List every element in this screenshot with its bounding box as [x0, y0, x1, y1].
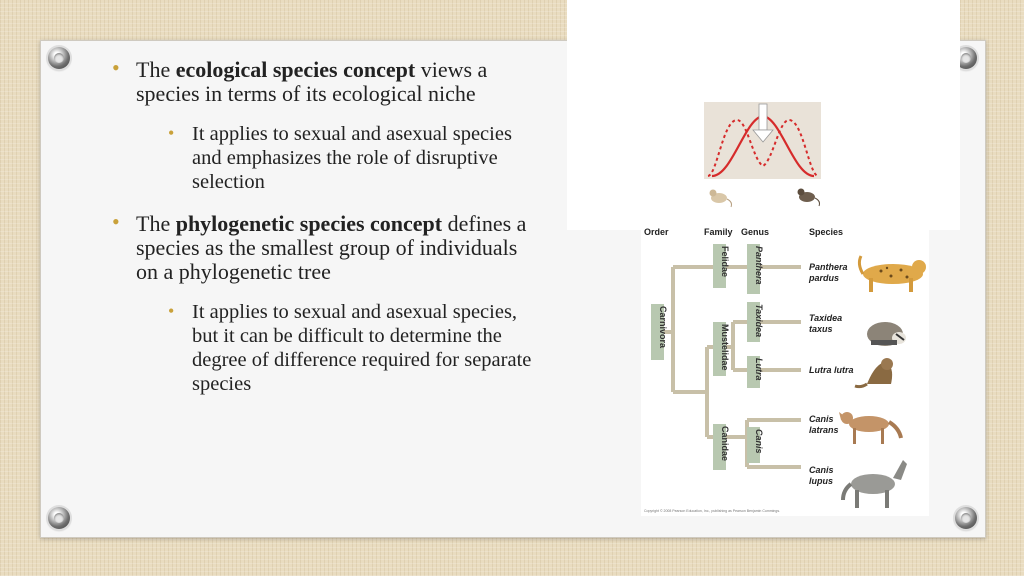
genus-label: Lutra [754, 358, 764, 381]
family-label: Felidae [720, 246, 730, 277]
light-mouse-icon [709, 189, 732, 208]
genus-label: Taxidea [754, 304, 764, 337]
species-label: Canis [809, 465, 834, 475]
family-label: Mustelidae [720, 324, 730, 371]
bullet-text: views a species in terms of its ecologic… [136, 57, 488, 106]
badger-icon [867, 322, 906, 346]
dark-mouse-icon [797, 188, 820, 207]
family-label: Canidae [720, 426, 730, 461]
bullet-dot-icon: • [112, 209, 120, 234]
species-label: taxus [809, 324, 833, 334]
genus-label: Canis [754, 429, 764, 454]
tree-label-tags [651, 244, 760, 470]
species-label: lupus [809, 476, 833, 486]
header-order: Order [644, 227, 669, 237]
screw-icon [48, 507, 70, 529]
screw-icon [48, 47, 70, 69]
selection-arrow-icon [758, 103, 768, 131]
leopard-icon [857, 255, 926, 292]
genus-label: Panthera [754, 246, 764, 285]
species-label: latrans [809, 425, 839, 435]
species-label: Taxidea [809, 313, 842, 323]
species-label: Panthera [809, 262, 848, 272]
sub-bullet-phylogenetic: • It applies to sexual and asexual speci… [168, 300, 542, 396]
bullet-dot-icon: • [168, 123, 175, 143]
selection-arrow-head-icon [752, 129, 774, 143]
bullet-phylogenetic: • The phylogenetic species concept defin… [112, 209, 542, 284]
species-label: pardus [808, 273, 839, 283]
disruptive-distribution-curve [707, 118, 819, 177]
phylogenetic-tree-figure: Order Family Genus Species [641, 222, 929, 516]
screw-icon [955, 47, 977, 69]
header-species: Species [809, 227, 843, 237]
otter-icon [854, 358, 893, 389]
header-family: Family [704, 227, 733, 237]
bullet-text: The [136, 57, 176, 82]
copyright-text: Copyright © 2008 Pearson Education, Inc.… [644, 509, 780, 513]
sub-bullet-text: It applies to sexual and asexual species… [192, 123, 512, 193]
bullet-term: phylogenetic species concept [175, 211, 443, 236]
bullet-dot-icon: • [112, 55, 120, 80]
species-label: Lutra lutra [809, 365, 854, 375]
bullet-dot-icon: • [168, 301, 175, 321]
slide-text: • The ecological species concept views a… [112, 55, 542, 414]
screw-icon [955, 507, 977, 529]
wolf-icon [841, 460, 907, 508]
sub-bullet-ecological: • It applies to sexual and asexual speci… [168, 122, 542, 194]
bullet-text: defines a species as the smallest group … [136, 211, 527, 284]
species-label: Canis [809, 414, 834, 424]
coyote-icon [839, 412, 903, 444]
order-label: Carnivora [658, 306, 668, 349]
bullet-term: ecological species concept [175, 57, 416, 82]
header-genus: Genus [741, 227, 769, 237]
sub-bullet-text: It applies to sexual and asexual species… [192, 301, 532, 395]
bullet-ecological: • The ecological species concept views a… [112, 55, 542, 106]
bullet-text: The [136, 211, 176, 236]
disruptive-selection-figure [567, 0, 960, 230]
